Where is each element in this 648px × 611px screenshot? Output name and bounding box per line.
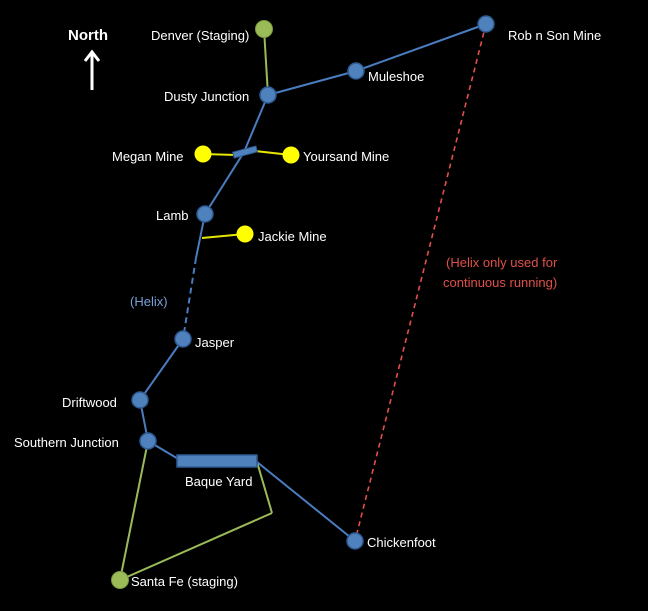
stations — [111, 15, 495, 589]
southern-junction-node — [139, 432, 157, 450]
rob-n-son-mine-node — [477, 15, 495, 33]
baque-to-chickenfoot-track — [256, 461, 356, 542]
rob-n-son-mine-label: Rob n Son Mine — [508, 28, 601, 43]
megan-mine-label: Megan Mine — [112, 149, 184, 164]
denver-label: Denver (Staging) — [151, 28, 249, 43]
lamb-node — [196, 205, 214, 223]
staging-lines — [119, 28, 273, 581]
muleshoe-label: Muleshoe — [368, 69, 424, 84]
baque-yard-label: Baque Yard — [185, 474, 252, 489]
north-compass: North — [68, 27, 108, 90]
yoursand-mine-node — [282, 146, 300, 164]
driftwood-node — [131, 391, 149, 409]
megan-yoursand-turnout — [232, 145, 258, 159]
baque-staging-line — [256, 461, 273, 514]
north-label: North — [68, 27, 108, 44]
yoursand-mine-label: Yoursand Mine — [303, 149, 389, 164]
driftwood-label: Driftwood — [62, 395, 117, 410]
main-track-lower — [138, 338, 184, 461]
muleshoe-node — [347, 62, 365, 80]
santa-fe-label: Santa Fe (staging) — [131, 574, 238, 589]
jasper-node — [174, 330, 192, 348]
southern-junction-label: Southern Junction — [14, 435, 119, 450]
north-arrow-icon — [83, 49, 101, 62]
chickenfoot-node — [346, 532, 364, 550]
jasper-label: Jasper — [195, 335, 235, 350]
mine-spurs — [201, 150, 292, 239]
helix-note-line1: (Helix only used for — [446, 255, 558, 270]
chickenfoot-label: Chickenfoot — [367, 535, 436, 550]
denver-staging-node — [255, 20, 273, 38]
denver-staging-line — [263, 28, 269, 96]
dusty-junction-node — [259, 86, 277, 104]
santa-fe-staging-node — [111, 571, 129, 589]
jackie-mine-node — [236, 225, 254, 243]
jackie-mine-label: Jackie Mine — [258, 229, 327, 244]
baque-yard-track — [176, 454, 258, 468]
santafe-east-line — [119, 512, 273, 581]
dusty-junction-label: Dusty Junction — [164, 89, 249, 104]
main-track-upper — [195, 23, 487, 259]
megan-mine-node — [194, 145, 212, 163]
lamb-label: Lamb — [156, 208, 189, 223]
santafe-west-line — [119, 440, 149, 581]
helix-return-dashed — [354, 23, 487, 542]
helix-note-line2: continuous running) — [443, 275, 557, 290]
helix-label: (Helix) — [130, 294, 168, 309]
helix-dashed-segment — [182, 257, 197, 340]
labels: Denver (Staging) Dusty Junction Muleshoe… — [14, 28, 601, 589]
